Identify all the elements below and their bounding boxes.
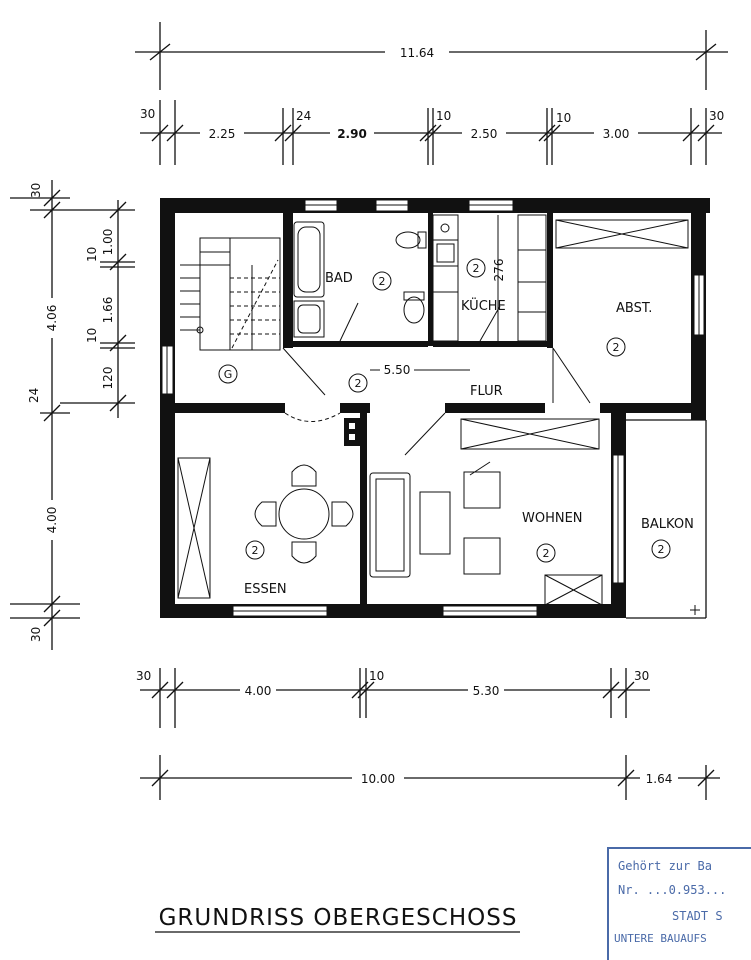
floor-marker-wohnen: 2	[536, 543, 556, 563]
floor-marker-bad: 2	[372, 271, 392, 291]
stamp-line-4: UNTERE BAUAUFS	[614, 932, 707, 945]
svg-text:2: 2	[379, 275, 386, 288]
top-dimensions: 11.64 30 2.25 24 2.90 10 2.50 10 3.00	[135, 22, 728, 165]
floor-marker-abst: 2	[606, 337, 626, 357]
floor-marker-essen: 2	[245, 540, 265, 560]
dim-top-300: 3.00	[603, 127, 630, 141]
svg-text:2: 2	[613, 341, 620, 354]
interior-dimensions: 276 5.50	[370, 215, 506, 377]
dim-top-10b: 10	[556, 111, 571, 125]
floor-markers: 2 2 2 G 2 2 2 2	[218, 258, 671, 563]
dim-bottom-1000: 10.00	[361, 772, 395, 786]
dim-left-120: 120	[101, 367, 115, 390]
svg-text:2: 2	[658, 543, 665, 556]
windows	[161, 199, 705, 617]
dim-left-24: 24	[27, 388, 41, 403]
balcony	[626, 419, 707, 619]
dim-top-total: 11.64	[400, 46, 434, 60]
left-dimensions: 30 1.00 10 1.66 10 4.06 120 24 4.00 30	[10, 180, 135, 650]
staircase	[180, 237, 281, 351]
kitchen-fixtures	[432, 214, 547, 342]
floor-marker-balkon: 2	[651, 539, 671, 559]
bottom-dimensions: 30 4.00 10 5.30 30 10.00 1.64	[136, 668, 720, 800]
dim-bottom-400: 4.00	[245, 684, 272, 698]
approval-stamp: Gehört zur Ba Nr. ...0.953... STADT S UN…	[607, 847, 751, 960]
dim-left-10a: 10	[85, 247, 99, 262]
floor-marker-kueche: 2	[466, 258, 486, 278]
dim-top-10a: 10	[436, 109, 451, 123]
dim-bottom-530: 5.30	[473, 684, 500, 698]
dim-kitchen-276: 276	[492, 259, 506, 282]
stamp-line-2: Nr. ...0.953...	[618, 883, 726, 897]
room-label-abst: ABST.	[616, 301, 652, 316]
walls	[160, 198, 710, 618]
room-label-balkon: BALKON	[641, 517, 694, 532]
room-label-kueche: KÜCHE	[461, 297, 506, 314]
room-label-flur: FLUR	[470, 384, 503, 399]
dim-left-400: 4.00	[45, 507, 59, 534]
dim-bottom-30b: 30	[634, 669, 649, 683]
floor-marker-g: G	[218, 364, 238, 384]
dim-top-250: 2.50	[471, 127, 498, 141]
dim-top-290: 2.90	[337, 127, 367, 141]
dim-left-30: 30	[29, 183, 43, 198]
room-labels: BAD KÜCHE ABST. FLUR ESSEN WOHNEN BALKON	[244, 271, 694, 597]
dim-left-166: 1.66	[101, 297, 115, 324]
svg-text:2: 2	[473, 262, 480, 275]
dim-top-30b: 30	[709, 109, 724, 123]
stamp-line-1: Gehört zur Ba	[618, 859, 712, 873]
dim-flur-550: 5.50	[384, 363, 411, 377]
hall-doors	[282, 347, 446, 456]
dining-furniture	[177, 457, 354, 599]
svg-text:2: 2	[355, 377, 362, 390]
dim-left-100: 1.00	[101, 229, 115, 256]
dim-bottom-10: 10	[369, 669, 384, 683]
dim-left-406: 4.06	[45, 305, 59, 332]
stamp-line-3: STADT S	[672, 909, 723, 923]
room-label-essen: ESSEN	[244, 582, 287, 597]
dim-left-30b: 30	[29, 627, 43, 642]
dim-bottom-30a: 30	[136, 669, 151, 683]
svg-text:2: 2	[252, 544, 259, 557]
dim-top-24: 24	[296, 109, 311, 123]
dim-left-10b: 10	[85, 328, 99, 343]
plan-title: GRUNDRISS OBERGESCHOSS	[159, 905, 518, 931]
living-furniture	[369, 418, 603, 606]
floor-marker-flur: 2	[348, 373, 368, 393]
room-label-wohnen: WOHNEN	[522, 511, 583, 526]
bathroom-fixtures	[293, 221, 427, 342]
room-label-bad: BAD	[325, 271, 353, 286]
dim-top-30a: 30	[140, 107, 155, 121]
dim-bottom-164: 1.64	[646, 772, 673, 786]
dim-top-225: 2.25	[209, 127, 236, 141]
svg-text:2: 2	[543, 547, 550, 560]
svg-text:G: G	[224, 368, 233, 381]
storage-fixtures	[552, 219, 689, 404]
